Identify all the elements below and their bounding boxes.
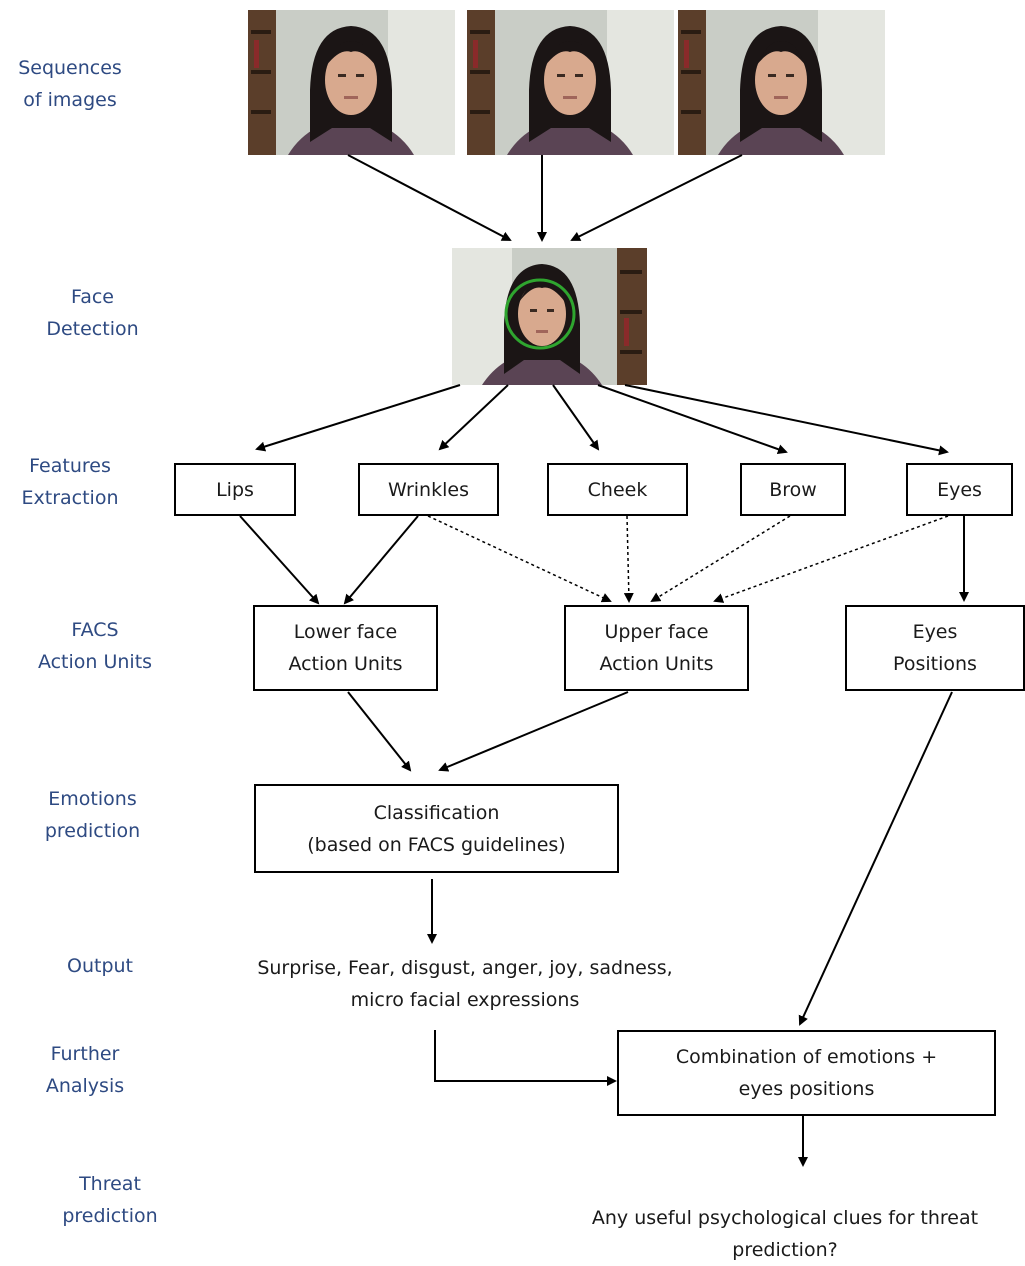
sequence-image-1 [248,10,455,155]
stage-label-face-detection: Face Detection [46,286,139,340]
feature-box-brow: Brow [740,463,846,516]
stage-label-emotions-prediction: Emotions prediction [44,788,141,842]
stage-label-features-extraction: Features Extraction [21,455,119,509]
eyes-positions-label: Eyes Positions [893,621,977,675]
feature-box-cheek: Cheek [547,463,688,516]
upper-face-action-units-box: Upper face Action Units [564,605,749,691]
stage-label-facs-action-units: FACS Action Units [37,619,153,673]
classification-box: Classification (based on FACS guidelines… [254,784,619,873]
eyes-positions-box: Eyes Positions [845,605,1025,691]
feature-label-lips: Lips [216,478,254,501]
stage-label-output: Output [67,955,133,977]
feature-box-wrinkles: Wrinkles [358,463,499,516]
feature-label-eyes: Eyes [937,478,982,501]
detection-circle [504,278,576,350]
threat-question-text: Any useful psychological clues for threa… [591,1207,979,1261]
stage-label-threat-prediction: Threat prediction [62,1173,158,1227]
combination-box: Combination of emotions + eyes positions [617,1030,996,1116]
feature-box-eyes: Eyes [906,463,1013,516]
face-detection-image [452,248,647,385]
upper-face-action-units-label: Upper face Action Units [599,621,714,675]
feature-label-brow: Brow [769,478,817,501]
lower-face-action-units-box: Lower face Action Units [253,605,438,691]
stage-label-further-analysis: Further Analysis [45,1043,125,1097]
combination-label: Combination of emotions + eyes positions [675,1046,938,1100]
output-emotions-text: Surprise, Fear, disgust, anger, joy, sad… [257,957,673,1011]
sequence-image-2 [467,10,674,155]
feature-label-cheek: Cheek [587,478,648,501]
sequence-image-3 [678,10,885,155]
feature-box-lips: Lips [174,463,296,516]
feature-label-wrinkles: Wrinkles [388,478,469,501]
lower-face-action-units-label: Lower face Action Units [288,621,403,675]
classification-label: Classification (based on FACS guidelines… [307,801,566,856]
stage-label-sequences: Sequences of images [18,57,122,111]
